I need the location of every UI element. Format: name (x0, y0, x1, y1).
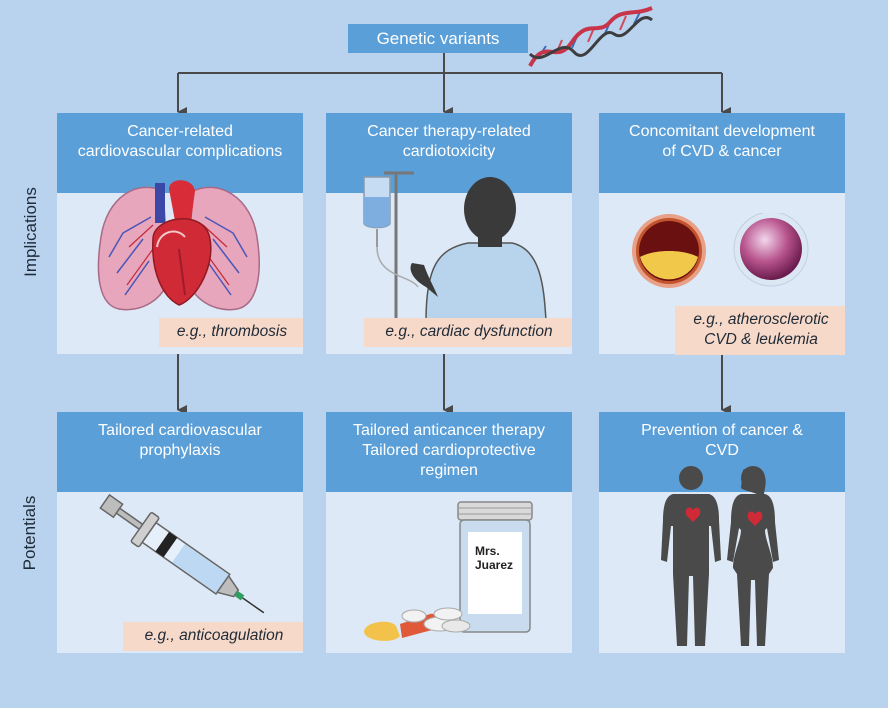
panel-title: Tailored cardiovascular prophylaxis (57, 412, 303, 492)
example-cardiac-dysfunction: e.g., cardiac dysfunction (364, 318, 572, 347)
panel-title: Cancer-related cardiovascular complicati… (57, 113, 303, 193)
panel-concomitant-cvd-cancer: Concomitant development of CVD & cancer … (599, 113, 845, 355)
panel-prevention-cancer-cvd: Prevention of cancer & CVD (599, 412, 845, 653)
example-thrombosis: e.g., thrombosis (159, 318, 303, 347)
dna-helix-icon (528, 6, 653, 67)
artery-cell-icon (632, 213, 809, 288)
pill-bottle-label: Mrs. Juarez (475, 544, 514, 572)
panel-title: Prevention of cancer & CVD (599, 412, 845, 492)
panel-tailored-cv-prophylaxis: Tailored cardiovascular prophylaxis e.g.… (57, 412, 303, 653)
human-figures-icon (661, 466, 779, 646)
iv-patient-icon (363, 171, 547, 321)
panel-cancer-therapy-cardiotoxicity: Cancer therapy-related cardiotoxicity e.… (326, 113, 572, 354)
row-label-implications: Implications (21, 187, 40, 277)
genetic-variants-label: Genetic variants (376, 28, 500, 48)
heart-lungs-icon (97, 180, 260, 311)
example-anticoagulation: e.g., anticoagulation (123, 622, 303, 651)
panel-tailored-anticancer-therapy: Tailored anticancer therapy Tailored car… (326, 412, 572, 653)
panel-title: Tailored anticancer therapy Tailored car… (326, 412, 572, 492)
genetic-variants-box: Genetic variants (348, 24, 528, 53)
syringe-icon (99, 493, 265, 614)
example-atherosclerotic-cvd-leukemia: e.g., atherosclerotic CVD & leukemia (675, 306, 845, 355)
panel-title: Concomitant development of CVD & cancer (599, 113, 845, 193)
row-label-potentials: Potentials (20, 495, 39, 571)
panel-cancer-related-cv-complications: Cancer-related cardiovascular complicati… (57, 113, 303, 354)
pill-bottle-icon (364, 501, 533, 641)
